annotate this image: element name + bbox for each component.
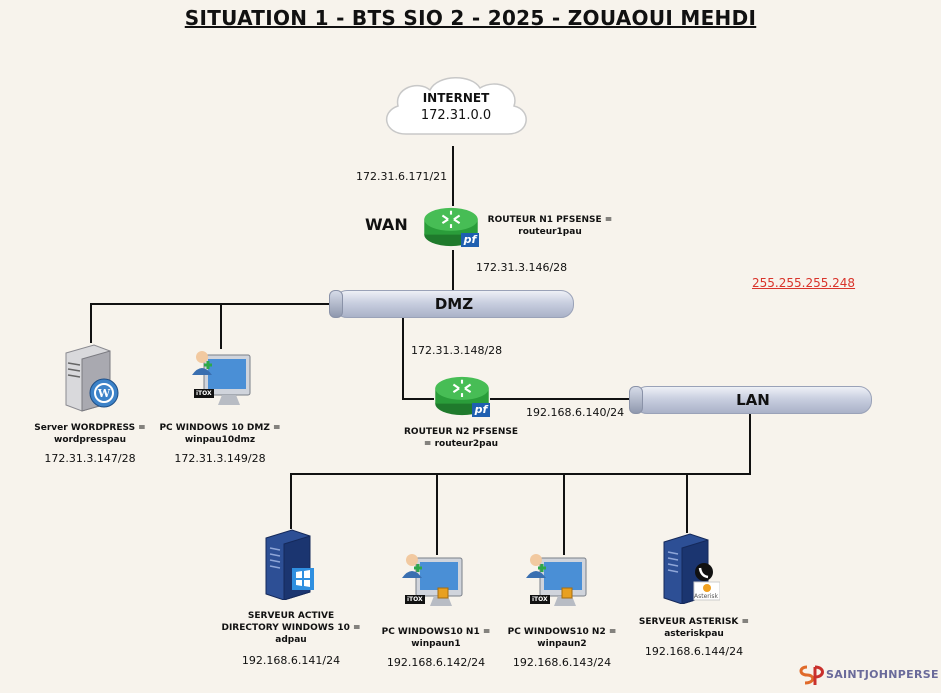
subnet-mask: 255.255.255.248	[752, 276, 856, 290]
pc-n2-itox-badge: iTOX	[530, 595, 550, 604]
lan-branch	[290, 473, 751, 475]
wordpress-server-icon: W	[65, 344, 119, 412]
router1-pf-badge: pf	[461, 233, 479, 247]
wan-ip: 172.31.6.171/21	[356, 170, 448, 183]
lan-bus: LAN	[634, 386, 872, 414]
link-dmz-router2	[402, 316, 404, 399]
lan-bus-cap	[629, 386, 643, 414]
asterisk-badge: Asterisk	[694, 593, 719, 600]
pc-dmz-name: PC WINDOWS 10 DMZ = winpau10dmz	[159, 423, 281, 445]
saintjohnperse-logo-icon	[799, 665, 824, 685]
ad-server-name: SERVEUR ACTIVE DIRECTORY WINDOWS 10 = ad…	[221, 611, 361, 645]
router1-name: ROUTEUR N1 PFSENSE = routeur1pau	[487, 215, 613, 237]
router2-icon	[435, 376, 489, 416]
link-dmz-pc-dmz	[220, 303, 222, 349]
logo-text: SAINTJOHNPERSE	[826, 668, 939, 681]
pc-dmz-itox-badge: iTOX	[194, 389, 214, 398]
pc-n1-itox-badge: iTOX	[405, 595, 425, 604]
cloud-icon	[386, 77, 527, 135]
asterisk-server-name: SERVEUR ASTERISK = asteriskpau	[638, 617, 750, 639]
ad-server-icon	[265, 529, 314, 600]
asterisk-server-ip: 192.168.6.144/24	[644, 645, 744, 658]
router2-name: ROUTEUR N2 PFSENSE = routeur2pau	[403, 427, 518, 449]
internet-label: INTERNET	[422, 91, 490, 105]
link-lan-pc2	[563, 473, 565, 555]
link-lan-ad	[290, 473, 292, 529]
router1-dmz-ip: 172.31.3.146/28	[476, 261, 568, 274]
asterisk-server-icon	[663, 533, 720, 604]
pc-dmz-ip: 172.31.3.149/28	[174, 452, 266, 465]
wordpress-server-ip: 172.31.3.147/28	[44, 452, 136, 465]
dmz-bus-cap	[329, 290, 343, 318]
link-dmz-wordpress	[90, 303, 92, 343]
link-router2-lan	[490, 398, 630, 400]
dmz-branch-left	[90, 303, 334, 305]
pc-n1-ip: 192.168.6.142/24	[386, 656, 486, 669]
link-router1-dmz	[452, 250, 454, 292]
svg-text:W: W	[97, 387, 111, 400]
pc-n1-icon	[402, 554, 463, 606]
wordpress-server-name: Server WORDPRESS = wordpresspau	[34, 423, 146, 445]
ad-server-ip: 192.168.6.141/24	[241, 654, 341, 667]
lan-label: LAN	[736, 391, 770, 409]
internet-ip: 172.31.0.0	[420, 108, 492, 123]
dmz-bus: DMZ	[334, 290, 574, 318]
dmz-router2-ip: 172.31.3.148/28	[411, 344, 503, 357]
dmz-label: DMZ	[434, 295, 474, 313]
pc-n2-icon	[526, 554, 587, 606]
router2-pf-badge: pf	[472, 403, 490, 417]
pc-n2-name: PC WINDOWS10 N2 = winpaun2	[507, 627, 617, 649]
router2-lan-ip: 192.168.6.140/24	[526, 406, 625, 419]
wan-label: WAN	[365, 215, 408, 234]
page-title: SITUATION 1 - BTS SIO 2 - 2025 - ZOUAOUI…	[184, 6, 757, 30]
link-lan-pc1	[436, 473, 438, 555]
link-lan-asterisk	[686, 473, 688, 533]
pc-n2-ip: 192.168.6.143/24	[512, 656, 612, 669]
pc-n1-name: PC WINDOWS10 N1 = winpaun1	[381, 627, 491, 649]
pc-dmz-icon	[192, 351, 251, 405]
link-internet-router1	[452, 146, 454, 206]
link-lan-down	[749, 412, 751, 474]
link-router2-stub	[402, 398, 434, 400]
